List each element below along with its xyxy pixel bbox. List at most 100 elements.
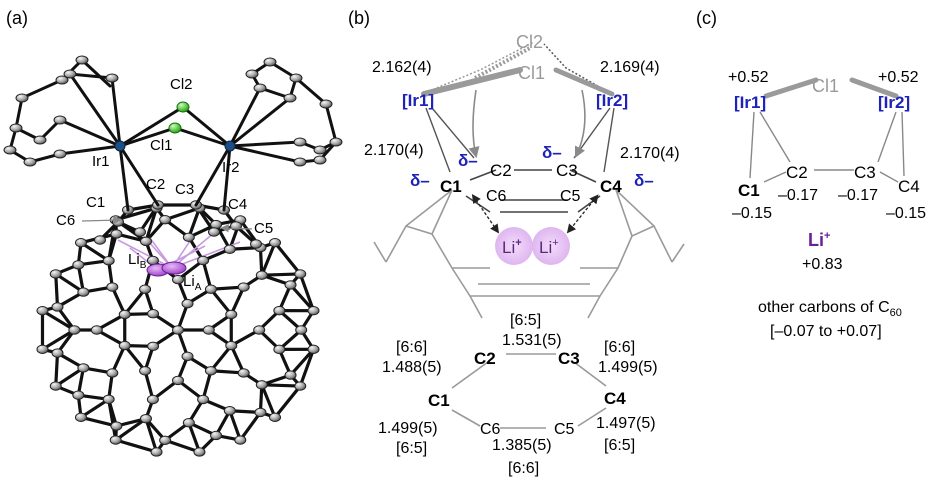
cage-bond (260, 272, 302, 277)
ring-c5c6-len: 1.385(5) (492, 437, 552, 454)
cage-bond (260, 241, 277, 277)
ring-c1c6-len: 1.499(5) (378, 420, 438, 437)
arrow-c1-li (471, 194, 500, 234)
cage-atom (139, 236, 152, 247)
cage-atom (223, 244, 236, 254)
c-c4: C4 (898, 177, 920, 196)
cage-atom (49, 269, 62, 279)
li-blob-2 (532, 227, 570, 265)
label-lia: LiA (183, 273, 202, 293)
cage-bond (229, 343, 246, 375)
cage-bond (209, 287, 233, 317)
cage-atom (172, 274, 184, 285)
cage-atom (110, 229, 123, 239)
cl2-atom (176, 101, 190, 113)
cage-atom (106, 368, 119, 378)
ir1-atom (114, 140, 126, 152)
cage-bond (229, 285, 246, 317)
cage-atom (159, 215, 172, 225)
cage-atom (181, 351, 194, 362)
panel-b: (b) Cl2 Cl1 (348, 8, 685, 477)
cage-atom (36, 305, 49, 316)
cage-bond (107, 397, 118, 442)
cage-atom (72, 260, 85, 270)
cage-atom (294, 269, 307, 279)
panel-a: (a) (3, 8, 343, 457)
cage-atom (74, 237, 87, 248)
cage-atom (204, 284, 217, 294)
label-lib: LiB (128, 251, 147, 271)
b-c4: C4 (600, 177, 622, 196)
label-c5: C5 (254, 220, 273, 237)
cage-bond (144, 417, 159, 454)
c-c1-charge: –0.15 (732, 205, 772, 222)
b-c5: C5 (560, 188, 581, 205)
cage-bond (298, 347, 316, 388)
cage-atom (273, 344, 286, 355)
cage-bond (288, 283, 316, 313)
b-bond-ir2-c4: 2.170(4) (620, 145, 680, 162)
ring-c2c3-len: 1.531(5) (502, 332, 562, 349)
cage-bond (273, 241, 302, 276)
ir-cl-bridge (421, 41, 615, 97)
cage-bond (114, 417, 148, 442)
cage-bond (123, 287, 147, 317)
c-ir2-charge: +0.52 (878, 69, 919, 86)
c6-pointer (81, 215, 122, 225)
cage-bond (79, 415, 119, 428)
cage-atom (210, 430, 223, 441)
cage-atom (150, 447, 163, 457)
c-ir1: [Ir1] (734, 93, 766, 112)
cage-atom (147, 341, 160, 351)
cage-atom (210, 219, 223, 230)
cage-bond (260, 383, 277, 419)
c-c2-charge: –0.17 (778, 187, 818, 204)
c-li: Li+ (808, 230, 830, 250)
cage-atom (284, 370, 297, 380)
cage-bond (40, 328, 77, 351)
b-c3: C3 (556, 161, 578, 180)
cage-bond (273, 384, 302, 419)
ring-c1c2-type: [6:6] (396, 339, 427, 356)
panel-c: (c) Cl1 +0.52 +0.52 [Ir1] [Ir2] C1 C2 C3… (696, 8, 926, 340)
b-ir2: [Ir2] (596, 91, 628, 110)
ring-c6: C6 (480, 421, 501, 438)
cage-bond (201, 369, 213, 402)
cage-atom (90, 325, 103, 335)
ring-c3c4-len: 1.499(5) (598, 359, 658, 376)
cage-atom (74, 412, 87, 423)
cage-atom (94, 235, 106, 245)
cage-atom (254, 407, 267, 418)
b-delta-c4: δ– (634, 171, 654, 190)
cage-atom (159, 435, 172, 445)
cage-atom (102, 256, 115, 266)
cage-atom (146, 394, 159, 405)
cage-bond (110, 285, 127, 317)
cage-atom (139, 413, 152, 424)
cage-atom (68, 325, 81, 335)
cage-bond (144, 206, 159, 243)
b-cl2: Cl2 (516, 32, 543, 52)
cage-atom (225, 309, 238, 320)
ring-c3: C3 (558, 349, 580, 368)
cage-atom (255, 380, 268, 390)
b-c2: C2 (490, 161, 512, 180)
label-c3: C3 (175, 181, 194, 198)
cage-atom (134, 227, 146, 237)
cage-atom (172, 325, 184, 335)
b-li1: Li+ (502, 237, 522, 257)
cage-atom (197, 255, 210, 266)
c-note-line1: other carbons of C60 (758, 299, 902, 319)
c-ir1-cl-bond (763, 77, 819, 99)
cage-bond (40, 309, 77, 332)
cage-atom (193, 447, 206, 457)
cage-atom (225, 340, 238, 351)
cage-atom (106, 282, 119, 292)
cage-atom (269, 412, 282, 423)
b-bond-ir1-cl: 2.162(4) (372, 59, 432, 76)
c-c1: C1 (738, 181, 760, 200)
cage-atom (109, 435, 122, 445)
cage-bond (298, 272, 316, 313)
cage-atom (181, 298, 194, 309)
